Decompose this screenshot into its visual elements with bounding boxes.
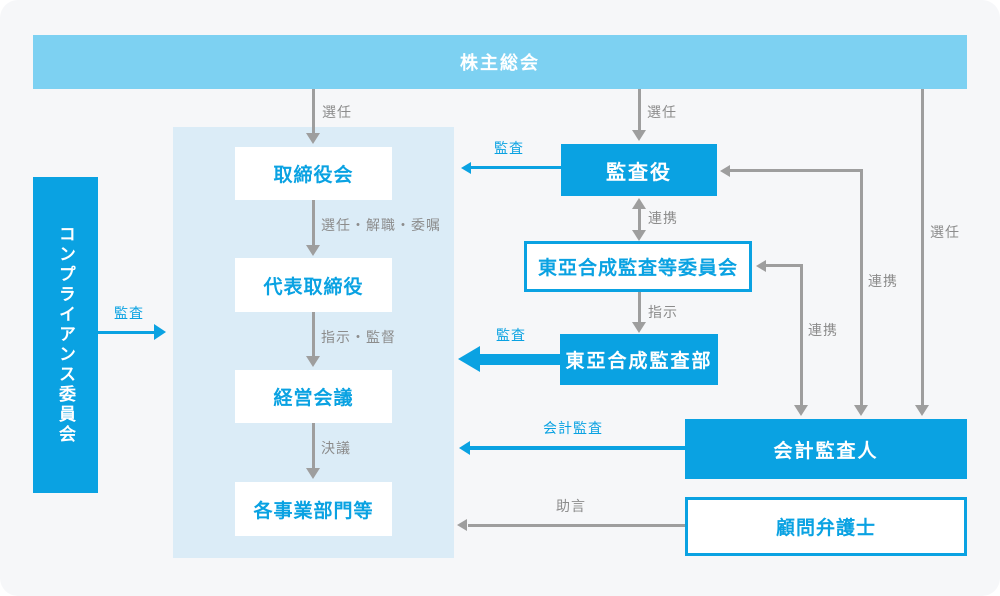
arrowhead-left-icon	[458, 346, 480, 372]
edge-label-cooperate-3: 連携	[808, 322, 838, 338]
connector-accounting-audit	[470, 446, 685, 450]
connector-compliance-audit	[98, 331, 154, 334]
arrowhead-right-icon	[154, 324, 166, 340]
node-accounting-auditor: 会計監査人	[685, 419, 967, 479]
arrowhead-down-icon	[632, 130, 646, 141]
edge-label-appoint-board: 選任	[322, 104, 352, 120]
connector-shareholders-board	[312, 89, 315, 134]
arrowhead-down-icon	[306, 245, 320, 256]
node-board-of-directors: 取締役会	[235, 147, 392, 200]
arrowhead-down-icon	[632, 322, 646, 333]
node-management-meeting: 経営会議	[235, 370, 392, 423]
node-shareholders-meeting: 株主総会	[33, 35, 967, 89]
arrowhead-left-icon	[720, 165, 730, 177]
edge-label-accounting-audit: 会計監査	[543, 420, 603, 436]
node-compliance-committee-label: コンプライアンス委員会	[56, 225, 75, 445]
edge-label-cooperate-1: 連携	[648, 210, 678, 226]
arrowhead-up-icon	[632, 198, 646, 209]
arrowhead-down-icon	[306, 468, 320, 479]
node-auditors: 監査役	[561, 144, 717, 196]
connector-dept-audit	[478, 354, 560, 365]
arrowhead-left-icon	[459, 441, 470, 455]
connector-auditors-audit	[471, 166, 561, 169]
node-audit-department: 東亞合成監査部	[560, 334, 718, 385]
connector-board-representative	[312, 200, 315, 246]
arrowhead-down-icon	[306, 133, 320, 144]
node-compliance-committee: コンプライアンス委員会	[33, 177, 98, 493]
edge-label-cooperate-2: 連携	[868, 273, 898, 289]
connector-auditors-committee	[638, 207, 641, 232]
edge-label-instruct-supervise: 指示・監督	[321, 329, 396, 345]
arrowhead-down-icon	[794, 405, 808, 416]
node-representative-director: 代表取締役	[235, 258, 392, 312]
edge-label-advice: 助言	[556, 498, 586, 514]
node-business-divisions: 各事業部門等	[235, 482, 392, 536]
arrowhead-left-icon	[461, 162, 471, 174]
connector-committee-dept	[638, 292, 641, 323]
node-audit-committee: 東亞合成監査等委員会	[524, 241, 752, 292]
edge-label-audit-compliance: 監査	[114, 305, 144, 321]
arrowhead-down-icon	[915, 405, 929, 416]
edge-label-instruct: 指示	[648, 304, 678, 320]
edge-label-audit-auditors: 監査	[494, 140, 524, 156]
connector-committee-accounting-v	[800, 264, 803, 406]
connector-auditors-accounting-v	[860, 169, 863, 406]
connector-shareholders-auditors	[638, 89, 641, 131]
edge-label-audit-dept: 監査	[496, 327, 526, 343]
arrowhead-left-icon	[756, 260, 766, 272]
connector-advice	[468, 524, 685, 527]
connector-auditors-accounting-h	[730, 169, 863, 172]
connector-management-divisions	[312, 423, 315, 469]
connector-committee-accounting-h	[766, 264, 803, 267]
node-legal-advisor: 顧問弁護士	[685, 497, 967, 556]
arrowhead-down-icon	[306, 356, 320, 367]
arrowhead-down-icon	[632, 230, 646, 241]
arrowhead-down-icon	[854, 405, 868, 416]
arrowhead-left-icon	[457, 519, 467, 531]
edge-label-appoint-accounting: 選任	[930, 224, 960, 240]
edge-label-appoint-auditors: 選任	[647, 104, 677, 120]
connector-representative-management	[312, 312, 315, 357]
edge-label-appoint-dismiss: 選任・解職・委嘱	[321, 217, 441, 233]
connector-shareholders-accounting	[921, 89, 924, 406]
edge-label-resolve: 決議	[321, 440, 351, 456]
